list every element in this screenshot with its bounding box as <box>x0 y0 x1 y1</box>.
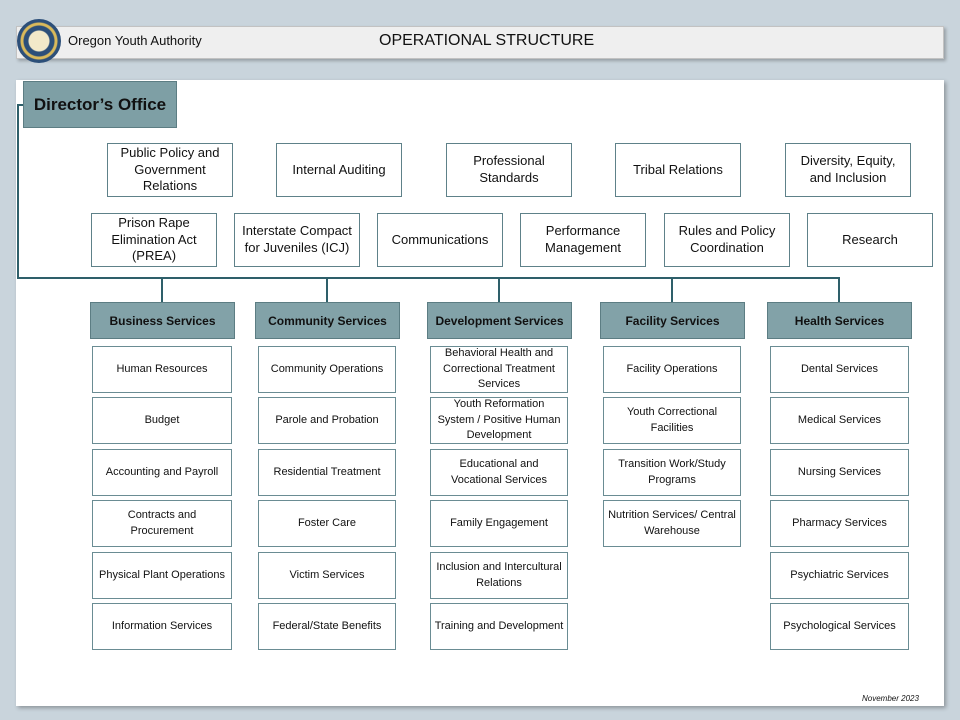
dept-drop-community <box>326 277 328 302</box>
unit-community-2: Residential Treatment <box>258 449 396 496</box>
unit-development-1: Youth Reformation System / Positive Huma… <box>430 397 568 444</box>
unit-community-5: Federal/State Benefits <box>258 603 396 650</box>
directors-office-box: Director’s Office <box>23 81 177 128</box>
unit-community-1: Parole and Probation <box>258 397 396 444</box>
unit-development-0: Behavioral Health and Correctional Treat… <box>430 346 568 393</box>
unit-community-3: Foster Care <box>258 500 396 547</box>
unit-health-1: Medical Services <box>770 397 909 444</box>
unit-health-5: Psychological Services <box>770 603 909 650</box>
unit-business-2: Accounting and Payroll <box>92 449 232 496</box>
staff-box-prea: Prison Rape Elimination Act (PREA) <box>91 213 217 267</box>
unit-facility-0: Facility Operations <box>603 346 741 393</box>
unit-business-5: Information Services <box>92 603 232 650</box>
unit-health-4: Psychiatric Services <box>770 552 909 599</box>
unit-business-4: Physical Plant Operations <box>92 552 232 599</box>
unit-development-4: Inclusion and Intercultural Relations <box>430 552 568 599</box>
staff-box-communications: Communications <box>377 213 503 267</box>
staff-box-rules-policy: Rules and Policy Coordination <box>664 213 790 267</box>
unit-development-3: Family Engagement <box>430 500 568 547</box>
dept-community-services: Community Services <box>255 302 400 339</box>
dept-health-services: Health Services <box>767 302 912 339</box>
oregon-youth-authority-seal-icon <box>17 19 61 63</box>
revision-date: November 2023 <box>862 694 919 703</box>
unit-business-1: Budget <box>92 397 232 444</box>
dept-drop-facility <box>671 277 673 302</box>
org-name: Oregon Youth Authority <box>68 33 202 48</box>
director-stub-connector <box>17 104 24 106</box>
unit-development-5: Training and Development <box>430 603 568 650</box>
staff-box-professional-standards: Professional Standards <box>446 143 572 197</box>
unit-business-3: Contracts and Procurement <box>92 500 232 547</box>
unit-community-4: Victim Services <box>258 552 396 599</box>
unit-health-0: Dental Services <box>770 346 909 393</box>
unit-community-0: Community Operations <box>258 346 396 393</box>
dept-business-services: Business Services <box>90 302 235 339</box>
dept-development-services: Development Services <box>427 302 572 339</box>
unit-facility-2: Transition Work/Study Programs <box>603 449 741 496</box>
staff-box-diversity-equity-inclusion: Diversity, Equity, and Inclusion <box>785 143 911 197</box>
unit-facility-3: Nutrition Services/ Central Warehouse <box>603 500 741 547</box>
staff-box-performance-management: Performance Management <box>520 213 646 267</box>
dept-drop-business <box>161 277 163 302</box>
dept-drop-development <box>498 277 500 302</box>
unit-development-2: Educational and Vocational Services <box>430 449 568 496</box>
staff-box-tribal-relations: Tribal Relations <box>615 143 741 197</box>
dept-facility-services: Facility Services <box>600 302 745 339</box>
dept-drop-health <box>838 277 840 302</box>
staff-box-research: Research <box>807 213 933 267</box>
main-horizontal-connector <box>17 277 840 279</box>
unit-business-0: Human Resources <box>92 346 232 393</box>
director-vertical-connector <box>17 104 19 278</box>
page-title: OPERATIONAL STRUCTURE <box>379 32 595 49</box>
unit-facility-1: Youth Correctional Facilities <box>603 397 741 444</box>
staff-box-internal-auditing: Internal Auditing <box>276 143 402 197</box>
header-bar <box>16 26 944 59</box>
staff-box-icj: Interstate Compact for Juveniles (ICJ) <box>234 213 360 267</box>
unit-health-2: Nursing Services <box>770 449 909 496</box>
staff-box-public-policy: Public Policy and Government Relations <box>107 143 233 197</box>
unit-health-3: Pharmacy Services <box>770 500 909 547</box>
